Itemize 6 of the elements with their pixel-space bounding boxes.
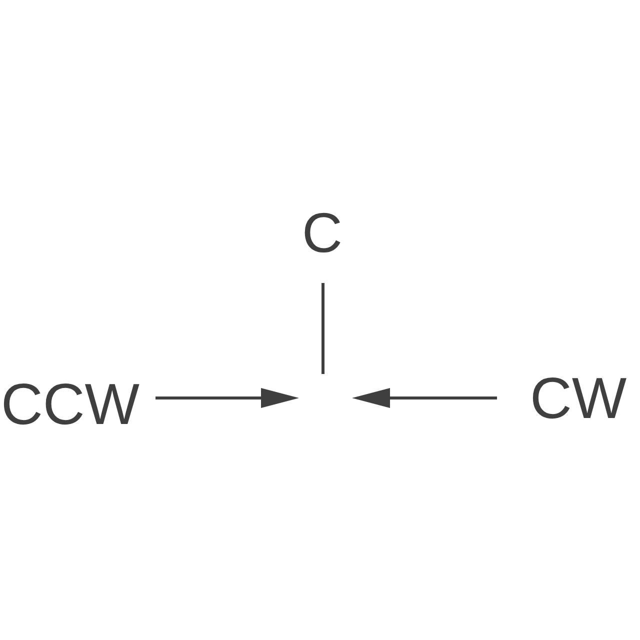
text-label: CW (530, 370, 627, 428)
arrow (156, 388, 299, 408)
arrow (352, 388, 497, 408)
connector-line (322, 283, 324, 374)
text-label: CCW (1, 376, 140, 434)
text-label: C (302, 205, 342, 261)
